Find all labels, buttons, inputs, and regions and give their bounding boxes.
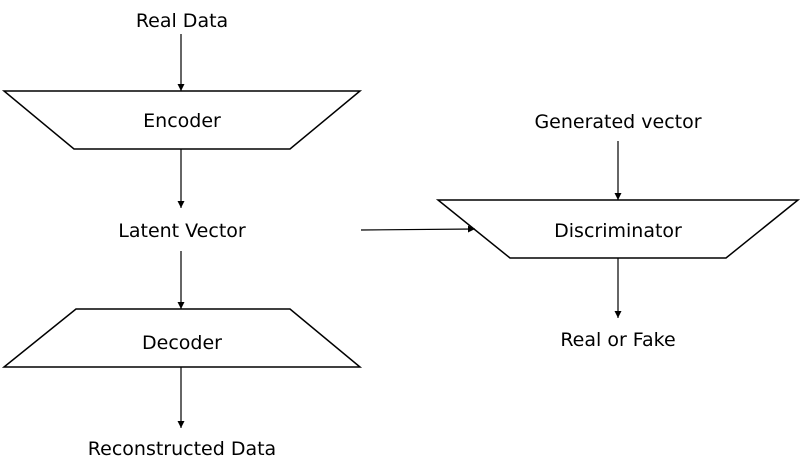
generated-vector-label: Generated vector xyxy=(534,111,701,133)
discriminator-label: Discriminator xyxy=(554,220,682,242)
arrow-latent-to-discriminator xyxy=(360,225,476,233)
decoder-label: Decoder xyxy=(142,332,222,354)
reconstructed-data-label: Reconstructed Data xyxy=(88,438,276,460)
encoder-shape xyxy=(1,90,363,150)
real-data-label: Real Data xyxy=(136,10,228,32)
latent-vector-label: Latent Vector xyxy=(118,220,246,242)
encoder-label: Encoder xyxy=(143,110,221,132)
real-or-fake-label: Real or Fake xyxy=(560,329,675,351)
discriminator-shape xyxy=(435,199,800,259)
decoder-shape xyxy=(1,308,363,368)
